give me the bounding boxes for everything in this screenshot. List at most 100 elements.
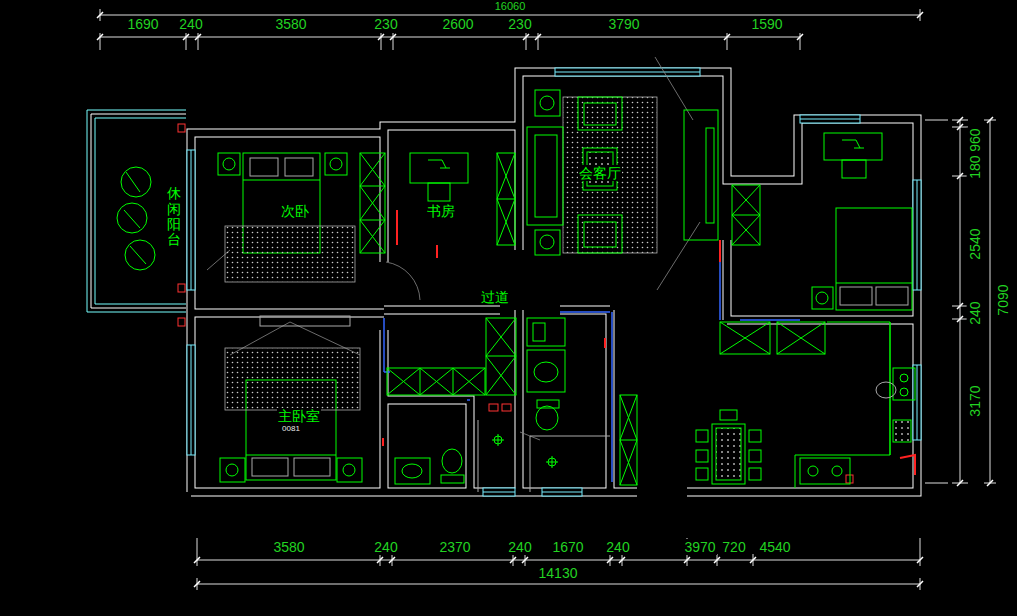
dimension-tick [97,12,923,40]
room-label: 次卧 [280,203,310,219]
sofa [527,127,563,225]
window [800,115,860,123]
dimension-text: 240 [507,539,532,555]
dimension-text: 720 [721,539,746,555]
wardrobe [732,185,760,245]
lounge-chair [117,203,147,233]
dimension-text: 2540 [967,227,983,260]
window [917,365,918,440]
nightstand [535,90,560,116]
window [483,488,515,496]
sanitary-fixture [442,449,462,473]
bed [285,158,313,176]
room-label: 会客厅 [578,165,622,181]
kitchen-counter [893,368,915,400]
bed [836,283,912,284]
desk [842,160,866,178]
dimension-text: 16060 [494,0,527,12]
window [913,180,921,290]
room-label: 书房 [426,203,456,219]
dining-set [712,424,745,484]
sofa [706,128,714,223]
window [555,68,700,76]
nightstand [218,90,833,482]
window [542,492,582,493]
lounge-chair [125,240,155,270]
dimension-tick [97,12,993,587]
sanitary-fixture [537,400,559,408]
door-opening [384,262,800,482]
rug [225,226,355,282]
door-opening [384,262,800,482]
sanitary-fixture [478,420,610,492]
nightstand [325,153,347,175]
column-mark [178,284,185,292]
wardrobe [360,153,825,485]
wall [191,72,917,492]
sanitary-fixture [492,434,504,446]
dining-set [696,430,708,442]
dimension-text: 14130 [538,565,579,581]
wardrobe [620,395,637,485]
kitchen-counter [795,322,890,488]
desk [260,316,350,326]
bed [294,458,330,476]
wardrobe [620,395,637,485]
bed [246,455,336,456]
window [191,345,192,455]
nightstand [220,458,245,482]
dimension-text: 230 [507,16,532,32]
dining-set [696,410,761,484]
dimension-line [100,33,800,50]
sanitary-fixture [441,475,464,483]
wardrobe [387,368,485,395]
dimension-text: 2600 [441,16,474,32]
dining-set [716,428,741,480]
dimension-text: 960 [967,127,983,152]
dimension-tick [957,117,993,486]
dimension-text: 3970 [683,539,716,555]
sanitary-fixture [395,318,610,492]
sofa [527,97,718,253]
bed [250,158,278,176]
nightstand [540,96,554,110]
room-label: 主卧室 [277,408,321,424]
wardrobe [777,322,825,354]
window [800,119,860,120]
wardrobe [777,322,825,354]
rug [563,97,657,253]
sanitary-fixture [546,456,558,468]
wardrobe [720,322,770,354]
dining-set [749,430,761,442]
wardrobe [497,153,515,245]
lounge-chair [121,167,151,197]
kitchen-counter [876,382,896,398]
nightstand [337,458,362,482]
sofa [578,215,622,253]
dimension-text: 1670 [551,539,584,555]
sofa [584,222,616,247]
kitchen-counter [795,322,915,488]
dimension-text: 1590 [750,16,783,32]
dimension-line [100,9,996,590]
window [542,488,582,496]
sanitary-fixture [402,464,422,478]
window [917,180,918,290]
wall [191,72,917,492]
nightstand [223,158,235,170]
sofa [684,110,718,240]
sofa [584,103,616,125]
dimension-line [925,120,948,483]
dining-set [749,468,761,480]
nightstand [535,230,560,255]
nightstand [540,235,554,249]
rug [225,97,657,410]
door-swing [207,57,700,440]
bed [243,180,320,181]
dining-set [749,450,761,462]
dimension-text: 240 [605,539,630,555]
wardrobe [497,153,515,245]
window [483,492,515,493]
balcony-rail [87,110,186,312]
